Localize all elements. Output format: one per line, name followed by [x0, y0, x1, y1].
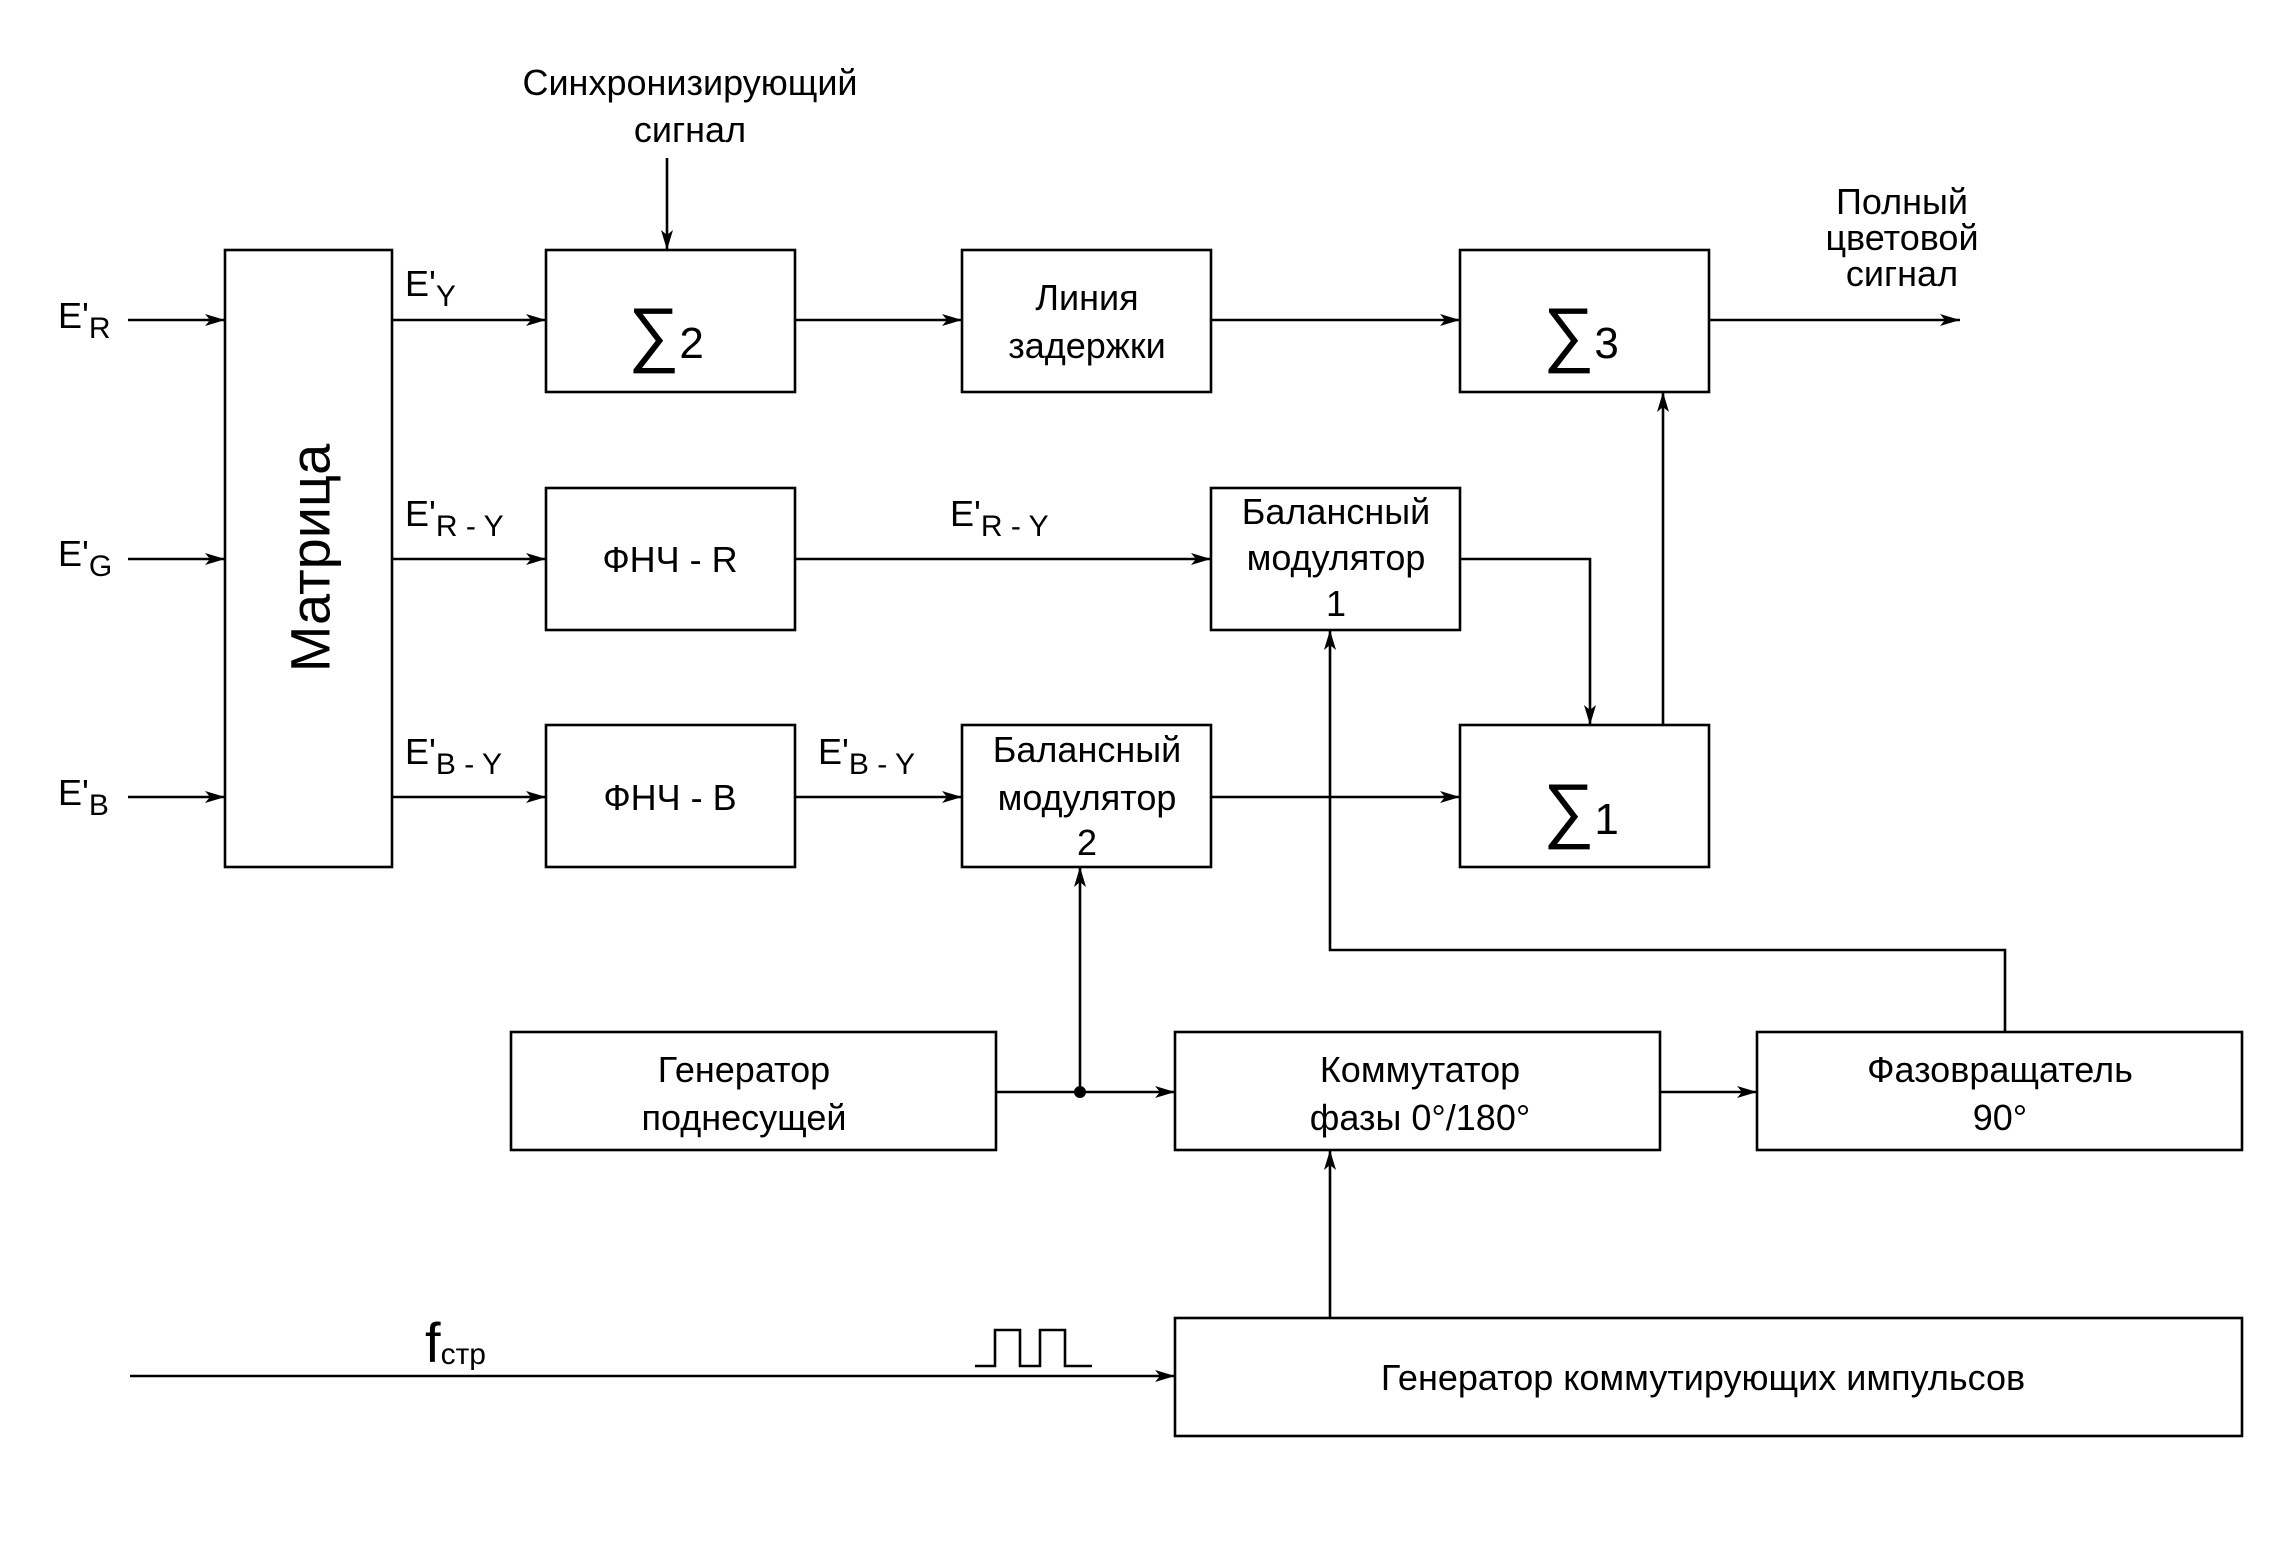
phase-switch-label-line1: Коммутатор [1320, 1049, 1520, 1090]
wire-shifter-to-mod1 [1324, 630, 2007, 1032]
signal-ery-label-2: E'R - Y [950, 493, 1049, 543]
subcarrier-generator-block [509, 1030, 998, 1152]
sum1-block [1458, 723, 1711, 869]
output-label-line3: сигнал [1846, 253, 1958, 294]
mod1-label-line3: 1 [1326, 583, 1346, 624]
delay-line-block [960, 248, 1213, 394]
matrix-label: Матрица [279, 443, 342, 672]
lpf-b-label: ФНЧ - B [603, 777, 736, 818]
junction-dot [1074, 1086, 1086, 1098]
phase-shifter-label-line1: Фазовращатель [1867, 1049, 2133, 1090]
output-label-line2: цветовой [1825, 217, 1978, 258]
delay-line-label-line1: Линия [1035, 277, 1138, 318]
output-label-line1: Полный [1836, 181, 1968, 222]
wire-mod1-to-sum1 [1460, 557, 1596, 725]
pulse-generator-label: Генератор коммутирующих импульсов [1381, 1357, 2025, 1398]
mod2-label-line3: 2 [1077, 822, 1097, 863]
delay-line-label-line2: задержки [1008, 325, 1166, 366]
input-eg-label: E'G [58, 533, 112, 583]
pulse-waveform-icon [975, 1328, 1092, 1368]
phase-shifter-block [1755, 1030, 2244, 1152]
phase-switch-block [1173, 1030, 1662, 1152]
sum3-label: ∑3 [1543, 294, 1619, 374]
lpf-r-label: ФНЧ - R [602, 539, 737, 580]
balanced-modulator-2-block [960, 723, 1213, 869]
sum2-block [544, 248, 797, 394]
mod2-label-line2: модулятор [998, 777, 1177, 818]
lpf-b-block [544, 723, 797, 869]
sync-signal-label-line2: сигнал [634, 109, 746, 150]
signal-ey-label: E'Y [405, 263, 456, 313]
sum3-block [1458, 248, 1711, 394]
mod1-label-line1: Балансный [1242, 491, 1430, 532]
fstr-label: fстр [425, 1311, 486, 1374]
subcarrier-label-line1: Генератор [658, 1049, 830, 1090]
sync-signal-label-line1: Синхронизирующий [522, 62, 857, 103]
balanced-modulator-1-block [1209, 486, 1462, 632]
lpf-r-block [544, 486, 797, 632]
matrix-block [223, 248, 394, 869]
phase-switch-label-line2: фазы 0°/180° [1310, 1097, 1531, 1138]
phase-shifter-label-line2: 90° [1973, 1097, 2027, 1138]
signal-eby-label-2: E'B - Y [818, 731, 915, 781]
input-eb-label: E'B [58, 772, 109, 822]
input-er-label: E'R [58, 295, 111, 345]
sum1-label: ∑1 [1543, 770, 1619, 850]
sum2-label: ∑2 [628, 294, 704, 374]
signal-ery-label-1: E'R - Y [405, 493, 504, 543]
signal-eby-label-1: E'B - Y [405, 731, 502, 781]
pulse-generator-block [1173, 1316, 2244, 1438]
mod2-label-line1: Балансный [993, 729, 1181, 770]
mod1-label-line2: модулятор [1247, 537, 1426, 578]
subcarrier-label-line2: поднесущей [642, 1097, 847, 1138]
